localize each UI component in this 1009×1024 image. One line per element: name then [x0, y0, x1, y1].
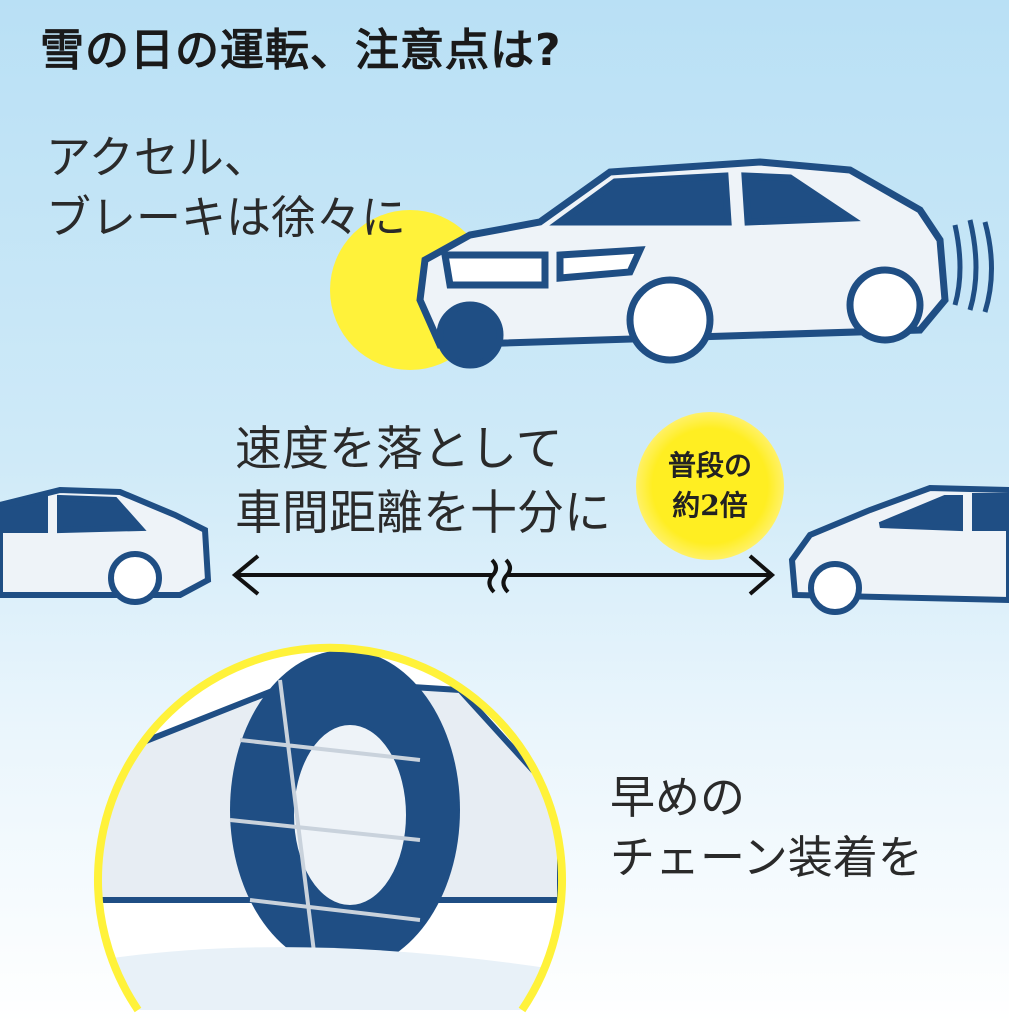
tip-line: 早めの [610, 771, 746, 824]
tip-distance: 速度を落として 車間距離を十分に [235, 418, 611, 546]
tip-line: 速度を落として [235, 422, 563, 477]
badge-line: 約2倍 [672, 489, 748, 522]
tip-line: アクセル、 [46, 131, 269, 184]
tip-chains: 早めの チェーン装着を [610, 768, 923, 888]
car-behind [788, 484, 1009, 615]
closeup-ring [94, 643, 566, 1013]
distance-arrow [231, 554, 776, 596]
tip-line: 車間距離を十分に [235, 486, 611, 541]
page-title: 雪の日の運転、注意点は? [40, 25, 562, 76]
car-braking [416, 158, 994, 369]
chain-tire-closeup [98, 648, 562, 1010]
car-front [0, 486, 212, 605]
tip-line: ブレーキは徐々に [46, 191, 407, 244]
badge-line: 普段の [667, 449, 752, 482]
tip-accel-brake: アクセル、 ブレーキは徐々に [46, 128, 406, 248]
tip-line: チェーン装着を [610, 831, 923, 884]
distance-badge: 普段の 約2倍 [636, 412, 784, 560]
